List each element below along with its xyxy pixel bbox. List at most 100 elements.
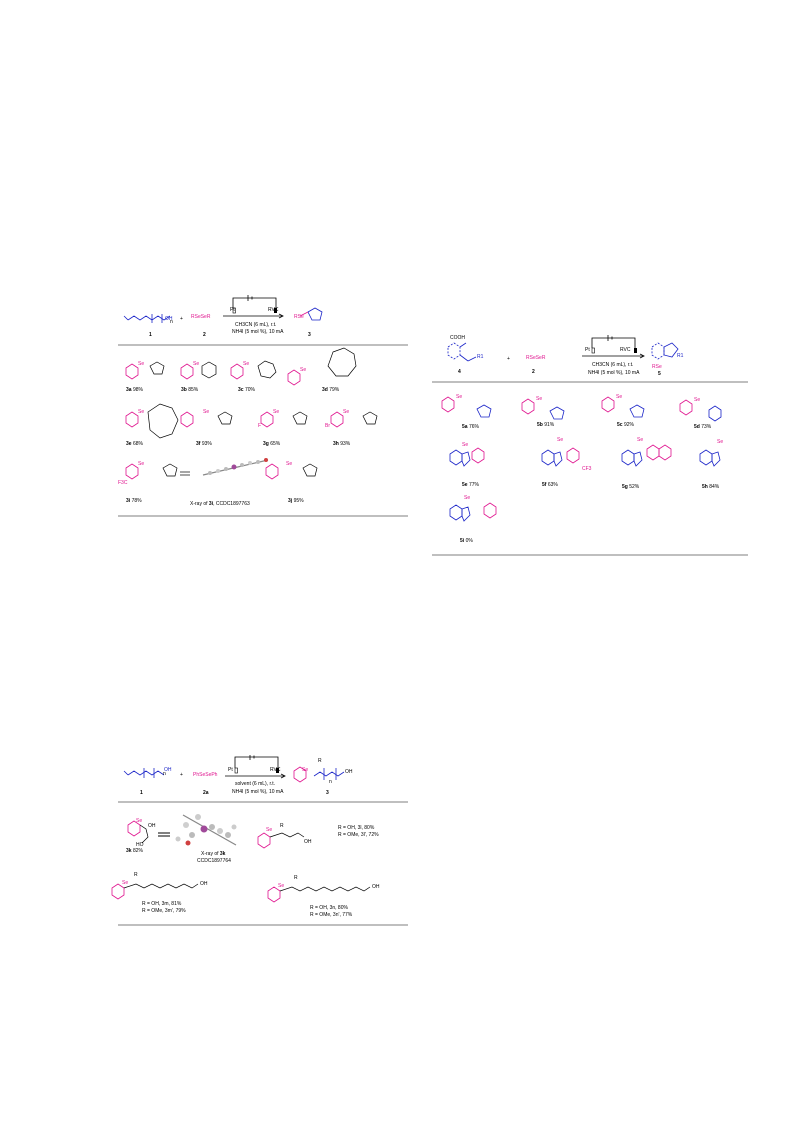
electrode-rvc: RVC: [270, 767, 281, 773]
electrode-rvc: RVC: [620, 347, 631, 353]
equilibrium-arrows: [180, 471, 190, 476]
product-se-label: Se: [302, 767, 309, 773]
oh-label: OH: [200, 881, 208, 887]
product-5d-label: 5d 73%: [694, 424, 712, 430]
scheme-1-substrate: [123, 314, 171, 323]
se-label: Se: [122, 880, 129, 886]
electrode-pt: Pt: [228, 767, 233, 773]
substrate-n-label: n: [170, 319, 173, 325]
scheme-3-arrow: [225, 755, 286, 779]
scheme-3-drawing: [111, 755, 408, 926]
conditions-line-1: CH3CN (6 mL), r.t.: [235, 322, 277, 328]
product-ether-rings: [147, 347, 378, 477]
se-label: Se: [266, 827, 273, 833]
electrode-rvc: RVC: [268, 307, 279, 313]
product-3c-label: 3c 70%: [238, 387, 255, 393]
oh-label: OH: [304, 839, 312, 845]
product-5c-label: 5c 92%: [617, 422, 634, 428]
electrode-pt: Pt: [585, 347, 590, 353]
se-label: Se: [557, 437, 564, 443]
conditions-line-2: NH4I (5 mol %), 10 mA: [232, 329, 284, 335]
electrode-pt-icon: [234, 767, 238, 774]
reagent-label: RSeSeR: [191, 314, 211, 320]
product-3j-label: 3j 95%: [288, 498, 304, 504]
substrate-oh-label: OH: [165, 316, 173, 322]
se-label: Se: [637, 437, 644, 443]
electrode-pt-icon: [591, 347, 595, 354]
se-label: Se: [343, 409, 350, 415]
compound-3-label: 3: [308, 332, 311, 338]
se-label: Se: [300, 367, 307, 373]
electrode-rvc-icon: [634, 348, 637, 353]
conditions-line-2: NH4I (5 mol %), 10 mA: [588, 370, 640, 376]
plus-sign: +: [507, 356, 510, 362]
compound-5-label: 5: [658, 371, 661, 377]
scheme-2-product: [651, 342, 679, 360]
cf3-substituent: F3C: [118, 480, 128, 486]
r1-label: R1: [477, 354, 484, 360]
plus-sign: +: [180, 316, 183, 322]
scheme-3: n OH + PhSeSePh Pt RVC solvent (6 mL), r…: [111, 755, 408, 930]
compound-3-label: 3: [326, 790, 329, 796]
se-label: Se: [717, 439, 724, 445]
se-label: Se: [278, 883, 285, 889]
bromo-substituent: Br: [325, 423, 330, 429]
product-5e-label: 5e 77%: [462, 482, 479, 488]
electrode-rvc-icon: [276, 768, 279, 773]
oh-label: OH: [372, 884, 380, 890]
product-5i-label: 5i 0%: [460, 538, 473, 544]
xray-3i-molecule: [202, 458, 269, 476]
acid-label: COOH: [450, 335, 465, 341]
scheme-3-chains: [123, 824, 371, 892]
se-label: Se: [203, 409, 210, 415]
scheme-3-substrate: [123, 768, 165, 778]
xray-3i-caption: X-ray of 3i, CCDC1897763: [190, 501, 250, 507]
se-label: Se: [456, 394, 463, 400]
entry-3m-line-2: R = OMe, 3m', 79%: [142, 908, 186, 914]
ho-label: HO: [136, 842, 144, 848]
product-5h-label: 5h 84%: [702, 484, 720, 490]
cf3-substituent: CF3: [582, 466, 592, 472]
scheme-2-lactone-rings: [449, 404, 722, 522]
se-label: Se: [536, 396, 543, 402]
product-3g-label: 3g 65%: [263, 441, 281, 447]
product-3a-label: 3a 98%: [126, 387, 143, 393]
r-label: R: [134, 872, 138, 878]
se-label: Se: [462, 442, 469, 448]
compound-1-label: 1: [149, 332, 152, 338]
product-rse-label: RSe: [652, 364, 662, 370]
compound-4-label: 4: [458, 369, 461, 375]
product-3d-label: 3d 79%: [322, 387, 340, 393]
scheme-3-phenyl-rings: [111, 820, 281, 903]
scheme-2-phenyl-rings: [441, 396, 693, 519]
product-r-label: R: [318, 758, 322, 764]
scheme-2-arrow: [582, 335, 645, 359]
product-3b-label: 3b 85%: [181, 387, 199, 393]
compound-2-label: 2: [532, 369, 535, 375]
substrate-n-label: n: [163, 771, 166, 777]
product-3h-label: 3h 93%: [333, 441, 351, 447]
xray-3k-molecule: [175, 814, 237, 846]
xray-3k-ccdc: CCDC1897764: [197, 858, 231, 864]
product-3i-label: 3i 78%: [126, 498, 142, 504]
se-label: Se: [286, 461, 293, 467]
product-5a-label: 5a 76%: [462, 424, 479, 430]
compound-2a-label: 2a: [203, 790, 209, 796]
conditions-line-2: NH4I (5 mol %), 10 mA: [232, 789, 284, 795]
se-label: Se: [273, 409, 280, 415]
entry-3l-line-1: R = OH, 3l, 80%: [338, 825, 375, 831]
se-label: Se: [464, 495, 471, 501]
product-n-label: n: [329, 779, 332, 785]
product-rse-label: RSe: [294, 314, 304, 320]
reagent-label: PhSeSePh: [193, 772, 218, 778]
entry-3n-line-2: R = OMe, 3n', 77%: [310, 912, 353, 918]
entry-3l-line-2: R = OMe, 3l', 72%: [338, 832, 379, 838]
product-oh-label: OH: [345, 769, 353, 775]
se-label: Se: [138, 461, 145, 467]
conditions-line-1: CH3CN (6 mL), r.t.: [592, 362, 634, 368]
se-label: Se: [616, 394, 623, 400]
product-5f-label: 5f 63%: [542, 482, 558, 488]
se-label: Se: [193, 361, 200, 367]
substrate-oh-label: OH: [164, 767, 172, 773]
scheme-1-arrow: [223, 295, 284, 319]
